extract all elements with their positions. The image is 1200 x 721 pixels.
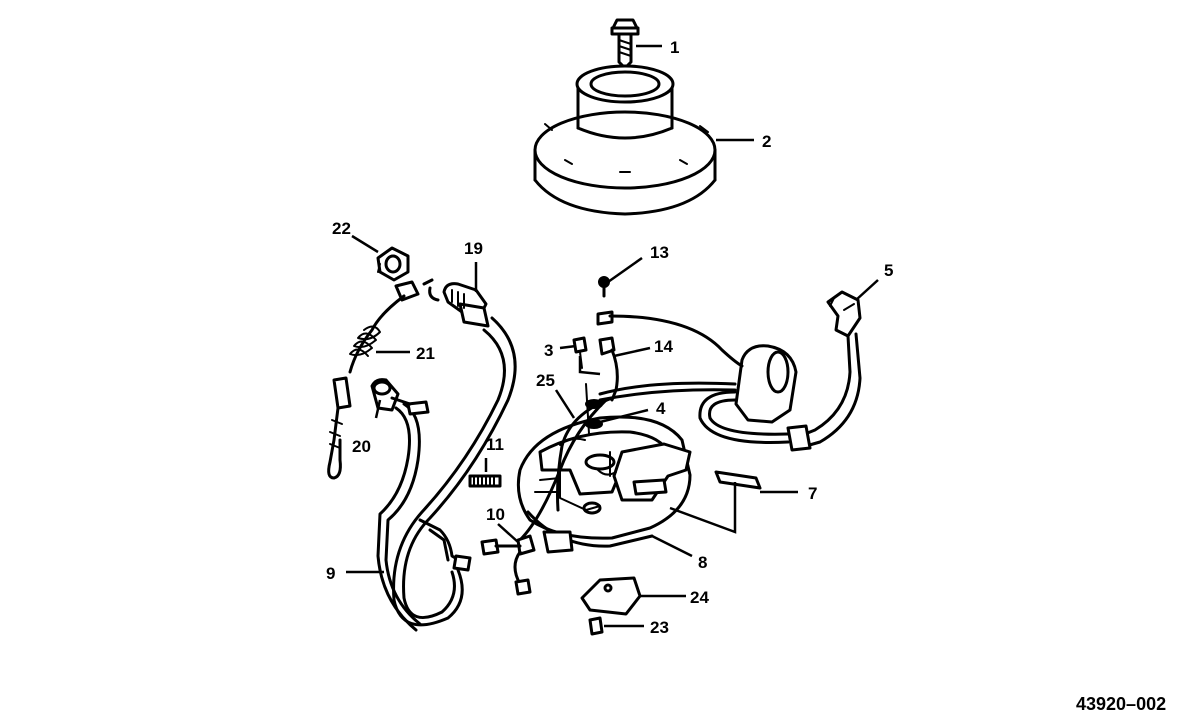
part-5-spark-plug-boot <box>826 290 862 338</box>
part-24-plate <box>580 576 642 616</box>
part-8-stator-plate <box>516 415 692 554</box>
callout-25: 25 <box>536 371 555 390</box>
callout-9: 9 <box>326 564 335 583</box>
callout-2: 2 <box>762 132 771 151</box>
part-23-screw <box>588 616 604 636</box>
part-10-connector <box>480 534 536 596</box>
callout-21: 21 <box>416 344 435 363</box>
callout-3: 3 <box>544 341 553 360</box>
callout-14: 14 <box>654 337 673 356</box>
part-7-key <box>714 470 762 490</box>
callout-11: 11 <box>486 435 504 454</box>
callout-13: 13 <box>650 243 669 262</box>
part-22-nut <box>376 246 410 282</box>
part-21-lanyard <box>327 280 420 480</box>
callout-23: 23 <box>650 618 669 637</box>
callout-8: 8 <box>698 553 707 572</box>
ignition-coil <box>698 332 862 452</box>
callout-1: 1 <box>670 38 679 57</box>
part-1-screw <box>610 18 640 70</box>
callout-labels: 1 2 3 4 5 7 8 9 10 11 13 14 19 20 21 22 … <box>326 38 893 637</box>
callout-7: 7 <box>808 484 817 503</box>
callout-10: 10 <box>486 505 505 524</box>
callout-4: 4 <box>656 399 666 418</box>
ground-wires <box>596 284 744 402</box>
callout-20: 20 <box>352 437 371 456</box>
part-13-screw <box>598 276 610 288</box>
part-2-flywheel <box>533 64 717 216</box>
part-9-wire-harness <box>376 316 517 632</box>
part-11-spring <box>468 474 502 488</box>
drawing-code: 43920–002 <box>1076 694 1166 714</box>
callout-24: 24 <box>690 588 709 607</box>
part-19-kill-switch <box>422 278 490 328</box>
part-25-lead-wire <box>518 396 614 542</box>
callout-22: 22 <box>332 219 351 238</box>
leader-lines <box>346 44 879 628</box>
callout-19: 19 <box>464 239 483 258</box>
callout-5: 5 <box>884 261 893 280</box>
